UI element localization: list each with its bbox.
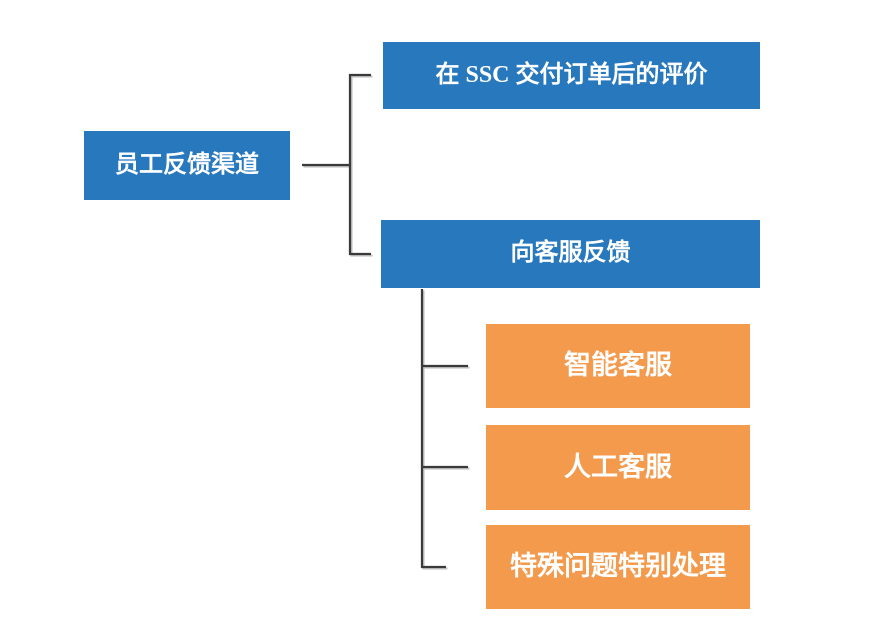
- node-special-issue-handling: 特殊问题特别处理: [486, 525, 750, 609]
- node-customer-service-feedback: 向客服反馈: [381, 220, 760, 288]
- node-label: 在 SSC 交付订单后的评价: [435, 61, 708, 88]
- connector-main-layer: [302, 73, 468, 569]
- node-label: 特殊问题特别处理: [510, 551, 726, 582]
- node-label: 人工客服: [564, 451, 672, 482]
- connector-service-branch: [420, 289, 468, 569]
- connector-shadow-layer: [303, 75, 470, 570]
- node-label: 智能客服: [564, 350, 672, 381]
- node-ssc-order-review: 在 SSC 交付订单后的评价: [383, 42, 760, 109]
- connector-root-branch: [302, 73, 371, 256]
- node-smart-customer-service: 智能客服: [486, 324, 750, 408]
- node-label: 员工反馈渠道: [115, 151, 259, 178]
- node-employee-feedback-channel: 员工反馈渠道: [84, 131, 290, 200]
- node-human-customer-service: 人工客服: [486, 425, 750, 510]
- node-label: 向客服反馈: [510, 240, 631, 267]
